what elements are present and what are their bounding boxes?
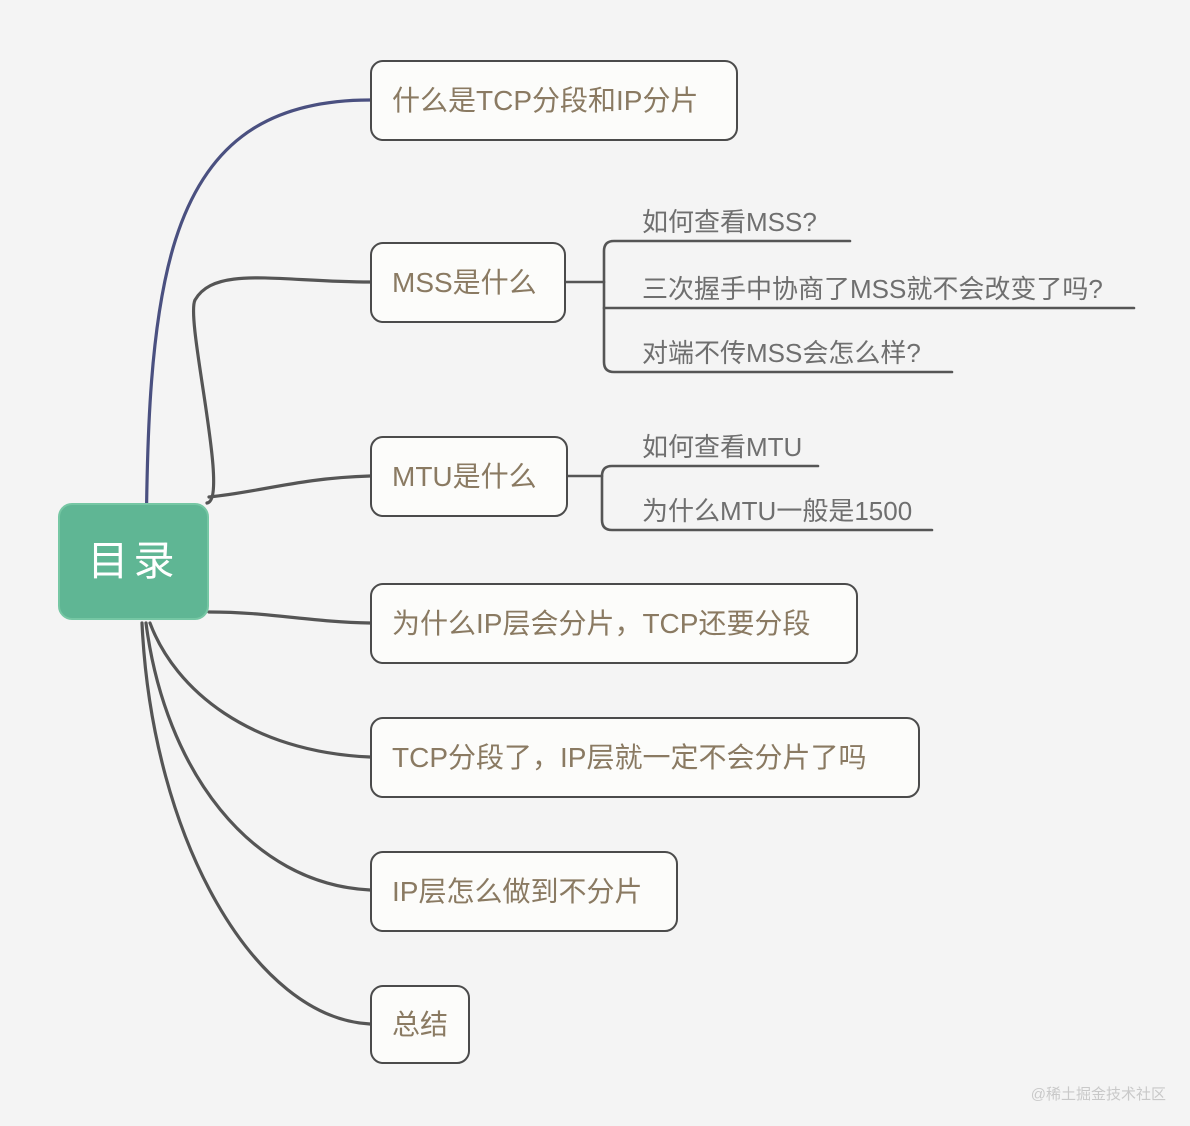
edge-root-to-mtu <box>207 474 372 499</box>
leaf-node-mtu-why-1500[interactable]: 为什么MTU一般是1500 <box>636 484 932 530</box>
branch-label-tcp-seg-then-ip: TCP分段了，IP层就一定不会分片了吗 <box>392 741 867 773</box>
leaf-label-mtu-how-to-view: 如何查看MTU <box>642 432 803 462</box>
leaf-label-mtu-why-1500: 为什么MTU一般是1500 <box>642 496 913 526</box>
root-node-label: 目录 <box>87 538 180 584</box>
root-node[interactable]: 目录 <box>58 503 209 620</box>
leaf-label-mss-peer-no-mss: 对端不传MSS会怎么样? <box>642 338 921 368</box>
branch-label-summary: 总结 <box>392 1008 449 1040</box>
branch-label-ip-no-frag: IP层怎么做到不分片 <box>392 875 643 907</box>
leaf-label-mss-handshake-change: 三次握手中协商了MSS就不会改变了吗? <box>642 274 1103 304</box>
leaf-node-mss-handshake-change[interactable]: 三次握手中协商了MSS就不会改变了吗? <box>636 262 1134 308</box>
edge-root-to-why-ip-frag-tcp-seg <box>207 610 372 625</box>
leaf-node-mss-peer-no-mss[interactable]: 对端不传MSS会怎么样? <box>636 326 952 372</box>
leaf-label-mss-how-to-view: 如何查看MSS? <box>642 207 817 237</box>
branch-node-tcp-seg-then-ip[interactable]: TCP分段了，IP层就一定不会分片了吗 <box>370 717 920 798</box>
edge-root-to-tcp-seg-then-ip <box>148 621 372 759</box>
branch-node-tcp-ip-basics[interactable]: 什么是TCP分段和IP分片 <box>370 60 738 141</box>
branch-label-mtu: MTU是什么 <box>392 460 537 492</box>
branch-label-tcp-ip-basics: 什么是TCP分段和IP分片 <box>392 84 699 116</box>
branch-node-mss[interactable]: MSS是什么 <box>370 242 566 323</box>
edge-root-to-summary <box>140 621 372 1026</box>
branch-label-why-ip-frag-tcp-seg: 为什么IP层会分片，TCP还要分段 <box>392 607 811 639</box>
branch-node-mtu[interactable]: MTU是什么 <box>370 436 568 517</box>
edge-root-to-mss <box>191 276 372 505</box>
branch-node-summary[interactable]: 总结 <box>370 985 470 1064</box>
leaf-node-mtu-how-to-view[interactable]: 如何查看MTU <box>636 421 818 466</box>
watermark: @稀土掘金技术社区 <box>1030 1086 1166 1103</box>
branch-node-ip-no-frag[interactable]: IP层怎么做到不分片 <box>370 851 678 932</box>
branch-label-mss: MSS是什么 <box>392 266 537 298</box>
edge-root-to-ip-no-frag <box>144 621 372 892</box>
leaf-node-mss-how-to-view[interactable]: 如何查看MSS? <box>636 196 850 241</box>
branch-node-why-ip-frag-tcp-seg[interactable]: 为什么IP层会分片，TCP还要分段 <box>370 583 858 664</box>
